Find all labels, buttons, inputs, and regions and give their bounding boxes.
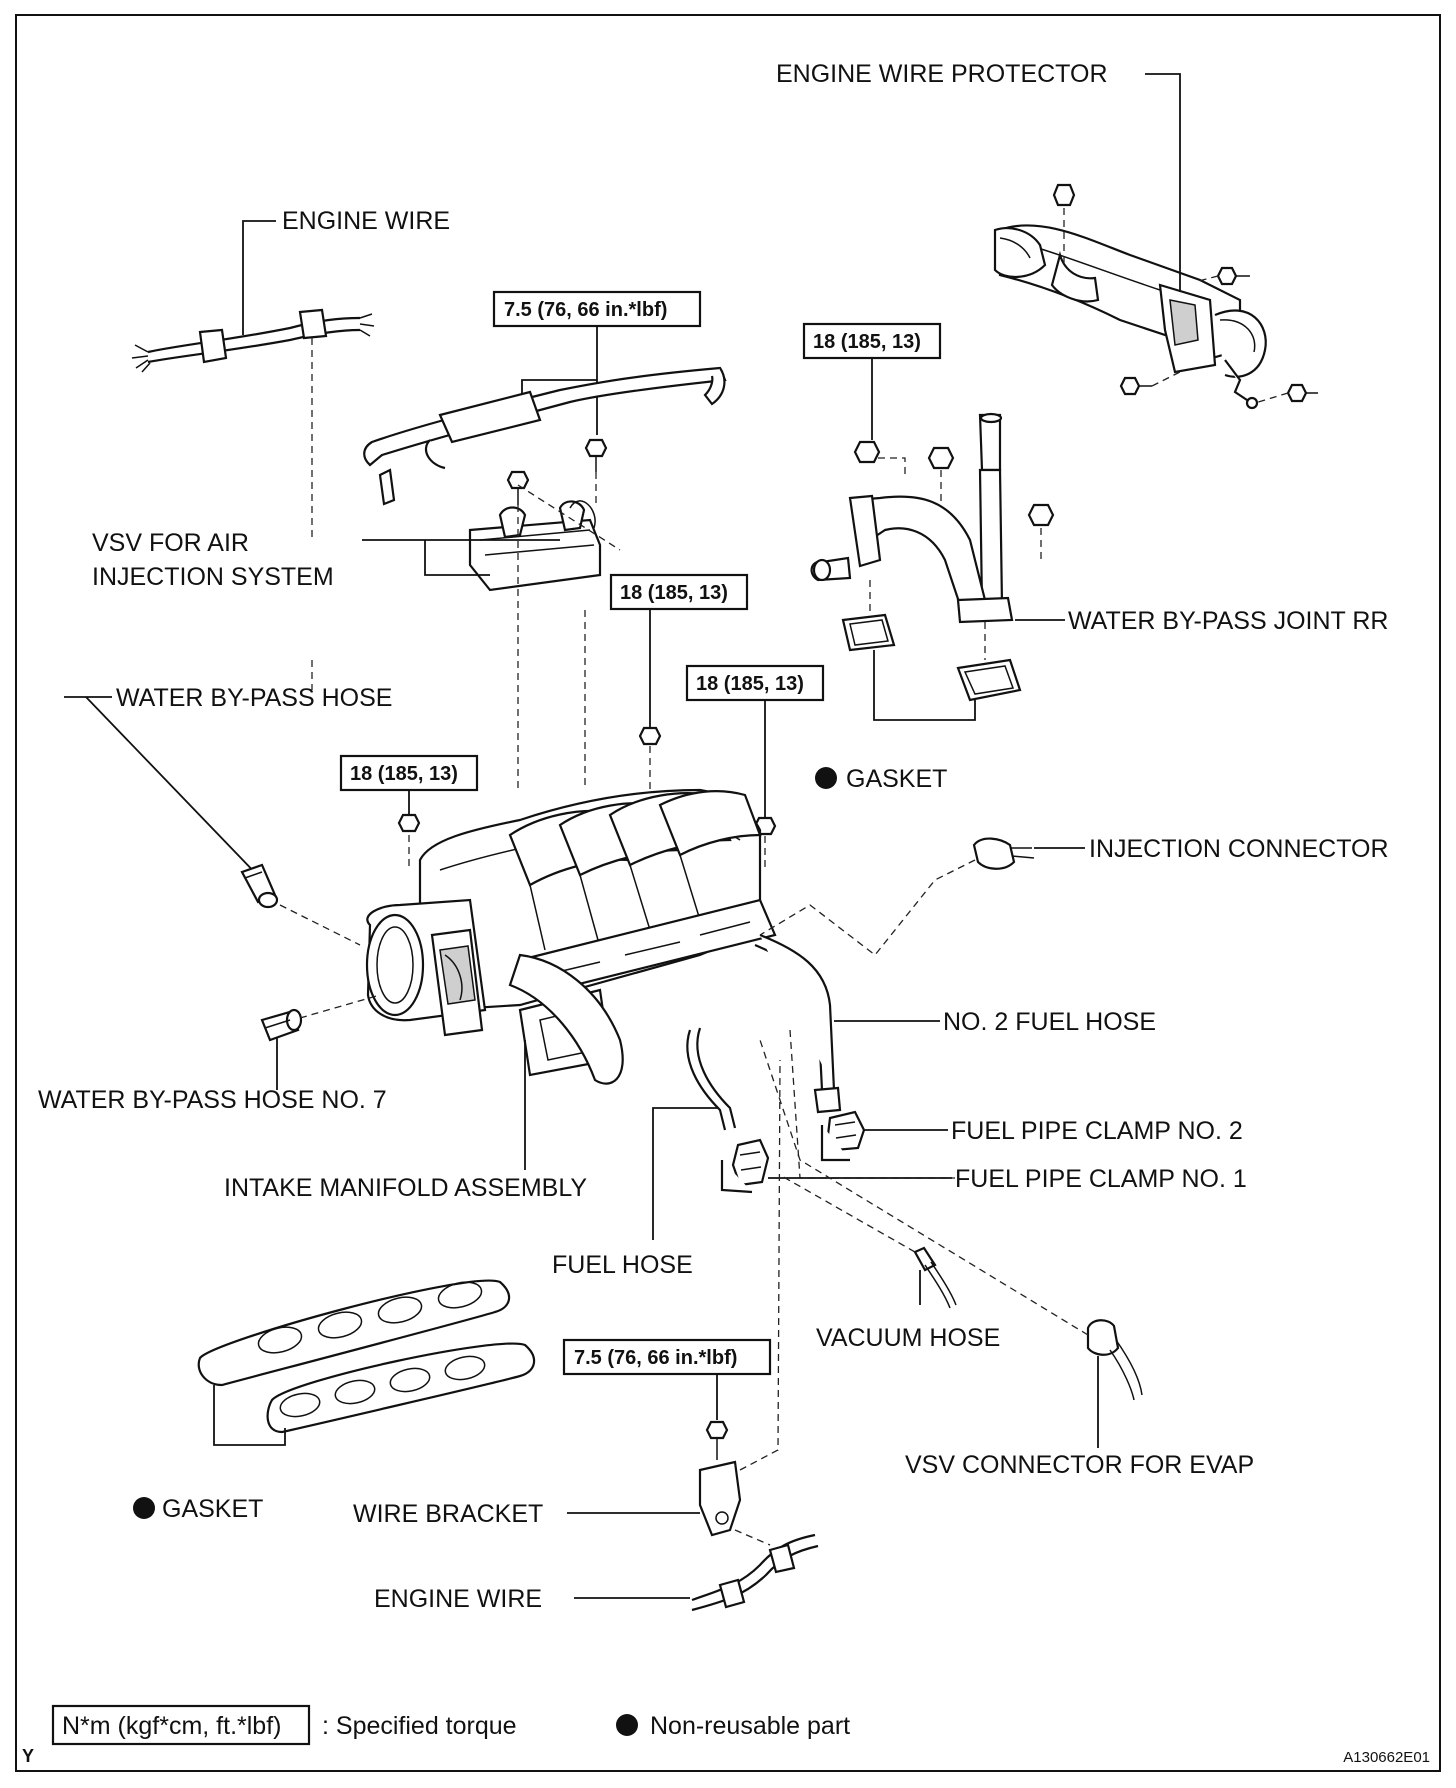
legend-torque-box-text: N*m (kgf*cm, ft.*lbf) <box>62 1712 281 1740</box>
torque-box-vsv-bolts <box>492 290 702 328</box>
no2-fuel-hose-label: NO. 2 FUEL HOSE <box>943 1008 1156 1036</box>
engine-wire-top-part <box>131 308 375 373</box>
leader-fuel-hose <box>652 1107 718 1240</box>
water-bypass-joint-part <box>810 412 1055 702</box>
figure-id: A130662E01 <box>1343 1749 1430 1766</box>
fuel-pipe-clamp-no2-label: FUEL PIPE CLAMP NO. 2 <box>951 1117 1243 1145</box>
engine-wire-protector-part <box>993 183 1318 410</box>
torque-manifold-right-text: 18 (185, 13) <box>696 673 804 695</box>
dash-injection-connector <box>759 859 976 956</box>
dash-water-bypass-hose <box>279 904 361 946</box>
vsv-air-label-line1: VSV FOR AIR <box>92 529 249 557</box>
gasket-top-label: GASKET <box>846 765 947 793</box>
leader-gasket-bottom <box>213 1385 286 1446</box>
nonreusable-dot-gasket-bottom <box>133 1497 155 1519</box>
vsv-air-label-line2: INJECTION SYSTEM <box>92 563 334 591</box>
torque-joint-nuts-text: 18 (185, 13) <box>813 331 921 353</box>
intake-manifold-label: INTAKE MANIFOLD ASSEMBLY <box>224 1174 587 1202</box>
water-bypass-hose-no7-label: WATER BY-PASS HOSE NO. 7 <box>38 1086 387 1114</box>
leader-engine-wire-top <box>242 220 276 335</box>
engine-wire-top-label: ENGINE WIRE <box>282 207 450 235</box>
dash-vsv-bolts <box>517 472 621 790</box>
wire-bracket-label: WIRE BRACKET <box>353 1500 543 1528</box>
engine-wire-protector-label: ENGINE WIRE PROTECTOR <box>776 60 1108 88</box>
legend-nonreusable-text: Non-reusable part <box>650 1712 850 1740</box>
torque-box-manifold-left <box>339 754 479 792</box>
dash-vacuum-hose <box>779 1174 916 1253</box>
corner-letter: Y <box>22 1746 34 1766</box>
legend-torque-box <box>51 1704 311 1746</box>
torque-box-joint-nuts <box>802 322 942 360</box>
wire-bracket-part <box>698 1420 742 1537</box>
legend-nonreusable-dot <box>616 1714 638 1736</box>
water-bypass-hose-label: WATER BY-PASS HOSE <box>116 684 392 712</box>
vsv-connector-evap-label: VSV CONNECTOR FOR EVAP <box>905 1451 1254 1479</box>
nonreusable-dot-gasket-top <box>815 767 837 789</box>
torque-wire-bracket-text: 7.5 (76, 66 in.*lbf) <box>574 1347 737 1369</box>
water-bypass-joint-rr-label: WATER BY-PASS JOINT RR <box>1068 607 1388 635</box>
vsv-connector-evap-part <box>1086 1319 1143 1401</box>
torque-box-wire-bracket <box>562 1338 772 1376</box>
torque-box-manifold-center <box>609 573 749 611</box>
fuel-pipe-clamp-no2-part <box>820 1110 866 1162</box>
torque-box-manifold-right <box>685 664 825 702</box>
legend-torque-text: : Specified torque <box>322 1712 517 1740</box>
intake-gasket-part <box>197 1279 536 1434</box>
torque-manifold-left-text: 18 (185, 13) <box>350 763 458 785</box>
vacuum-hose-part <box>913 1246 957 1309</box>
vacuum-hose-label: VACUUM HOSE <box>816 1324 1000 1352</box>
engine-wire-bottom-part <box>691 1533 819 1612</box>
leader-vsv-air <box>362 539 560 576</box>
leader-engine-wire-protector <box>1145 73 1181 292</box>
fuel-hose-label: FUEL HOSE <box>552 1251 693 1279</box>
water-bypass-hose-no7-part <box>260 1008 303 1042</box>
injection-connector-label: INJECTION CONNECTOR <box>1089 835 1389 863</box>
dash-vsv-connector-evap <box>759 1039 1089 1336</box>
engine-wire-bottom-label: ENGINE WIRE <box>374 1585 542 1613</box>
dash-water-bypass-hose-no7 <box>299 994 381 1019</box>
fuel-pipe-clamp-no1-label: FUEL PIPE CLAMP NO. 1 <box>955 1165 1247 1193</box>
water-bypass-hose-part <box>240 863 279 909</box>
leader-water-bypass-hose <box>64 696 263 881</box>
dash-wire-bracket <box>734 1059 781 1546</box>
dash-joint-gaskets <box>869 580 986 660</box>
intake-manifold-part <box>365 726 842 1131</box>
torque-manifold-center-text: 18 (185, 13) <box>620 582 728 604</box>
dash-manifold-nuts <box>408 746 766 870</box>
injection-connector-part <box>972 837 1035 870</box>
leader-gasket-top <box>873 650 976 721</box>
torque-vsv-bolts-text: 7.5 (76, 66 in.*lbf) <box>504 299 667 321</box>
diagram-frame <box>15 14 1441 1772</box>
fuel-pipe-clamp-no1-part <box>720 1138 770 1194</box>
gasket-bottom-label: GASKET <box>162 1495 263 1523</box>
vsv-air-injection-part <box>363 366 727 592</box>
